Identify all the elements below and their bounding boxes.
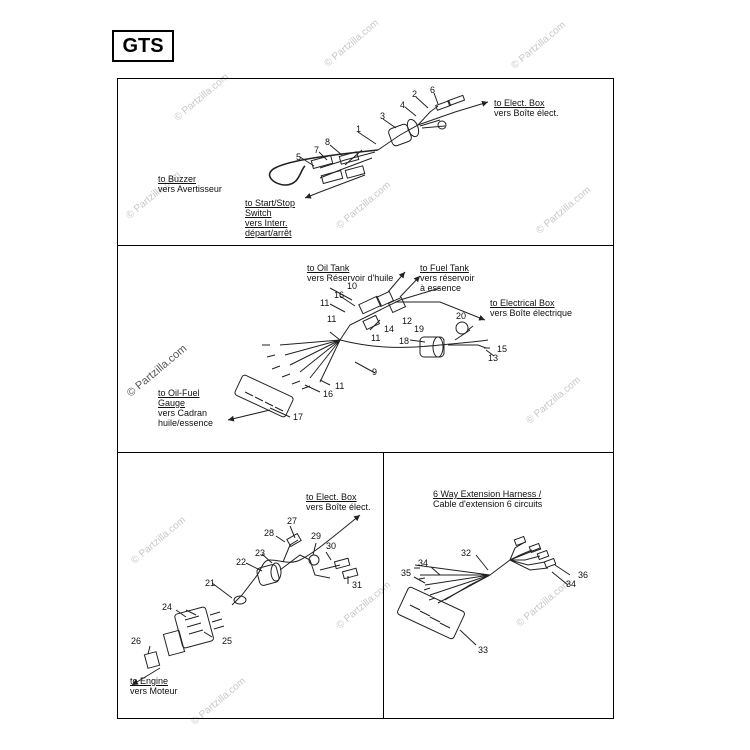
part-number-32: 32: [461, 548, 472, 558]
label-start-stop-en-1: to Start/Stop: [245, 198, 296, 208]
part-number-24: 24: [162, 602, 173, 612]
label-p3-elect-box-fr: vers Boîte élect.: [306, 502, 371, 512]
part-number-12: 12: [402, 316, 413, 326]
label-gauge-fr-1: vers Cadran: [158, 408, 208, 418]
label-buzzer-fr: vers Avertisseur: [158, 184, 222, 194]
part-number-11d: 11: [335, 381, 345, 391]
panel-extension-harness: [383, 452, 614, 719]
part-number-14: 14: [384, 324, 395, 334]
part-number-20: 20: [456, 311, 467, 321]
part-number-17: 17: [293, 412, 304, 422]
label-engine-fr: vers Moteur: [130, 686, 178, 696]
label-extension-title-en: 6 Way Extension Harness /: [433, 489, 542, 499]
part-number-28: 28: [264, 528, 275, 538]
label-gauge-en-1: to Oil-Fuel: [158, 388, 200, 398]
label-electrical-box-en: to Electrical Box: [490, 298, 555, 308]
part-number-2: 2: [412, 89, 418, 99]
part-number-8: 8: [325, 137, 331, 147]
part-number-9: 9: [372, 367, 378, 377]
part-number-23: 23: [255, 548, 266, 558]
label-oil-tank-fr: vers Réservoir d'huile: [307, 273, 394, 283]
part-number-35: 35: [401, 568, 412, 578]
part-number-21: 21: [205, 578, 216, 588]
label-start-stop-en-2: Switch: [245, 208, 272, 218]
label-elect-box-en: to Elect. Box: [494, 98, 545, 108]
part-number-6: 6: [430, 85, 436, 95]
part-number-18: 18: [399, 336, 410, 346]
part-number-4: 4: [400, 100, 406, 110]
model-title-box: GTS: [112, 30, 174, 62]
part-number-7: 7: [314, 145, 320, 155]
label-gauge-fr-2: huile/essence: [158, 418, 214, 428]
label-gauge-en-2: Gauge: [158, 398, 186, 408]
part-number-11c: 11: [371, 333, 381, 343]
part-number-29: 29: [311, 531, 322, 541]
part-number-16a: 16: [334, 290, 345, 300]
part-number-33: 33: [478, 645, 489, 655]
label-p3-elect-box-en: to Elect. Box: [306, 492, 357, 502]
label-oil-tank-en: to Oil Tank: [307, 263, 350, 273]
label-extension-title-fr: Cable d'extension 6 circuits: [433, 499, 543, 509]
part-number-5: 5: [296, 152, 302, 162]
part-number-36: 36: [578, 570, 589, 580]
label-elect-box-fr: vers Boîte élect.: [494, 108, 559, 118]
part-number-15: 15: [497, 344, 508, 354]
part-number-11b: 11: [327, 314, 337, 324]
label-start-stop-fr-2: départ/arrêt: [245, 228, 292, 238]
part-number-3: 3: [380, 111, 386, 121]
label-fuel-tank-fr-2: à essence: [420, 283, 462, 293]
label-fuel-tank-en: to Fuel Tank: [420, 263, 469, 273]
part-number-27: 27: [287, 516, 298, 526]
label-fuel-tank-fr-1: vers réservoir: [420, 273, 475, 283]
part-number-16b: 16: [323, 389, 334, 399]
part-number-10: 10: [347, 281, 358, 291]
part-number-1: 1: [356, 124, 362, 134]
label-engine-en: to Engine: [130, 676, 169, 686]
part-number-30: 30: [326, 541, 337, 551]
part-number-11a: 11: [320, 298, 330, 308]
part-number-22: 22: [236, 557, 247, 567]
part-number-31: 31: [352, 580, 363, 590]
part-number-34a: 34: [418, 558, 429, 568]
part-number-19: 19: [414, 324, 425, 334]
part-number-26: 26: [131, 636, 142, 646]
part-number-34b: 34: [566, 579, 577, 589]
label-electrical-box-fr: vers Boîte électrique: [490, 308, 573, 318]
label-start-stop-fr-1: vers Interr.: [245, 218, 288, 228]
part-number-13: 13: [488, 353, 499, 363]
model-title: GTS: [122, 34, 164, 57]
label-buzzer-en: to Buzzer: [158, 174, 197, 184]
part-number-25: 25: [222, 636, 233, 646]
